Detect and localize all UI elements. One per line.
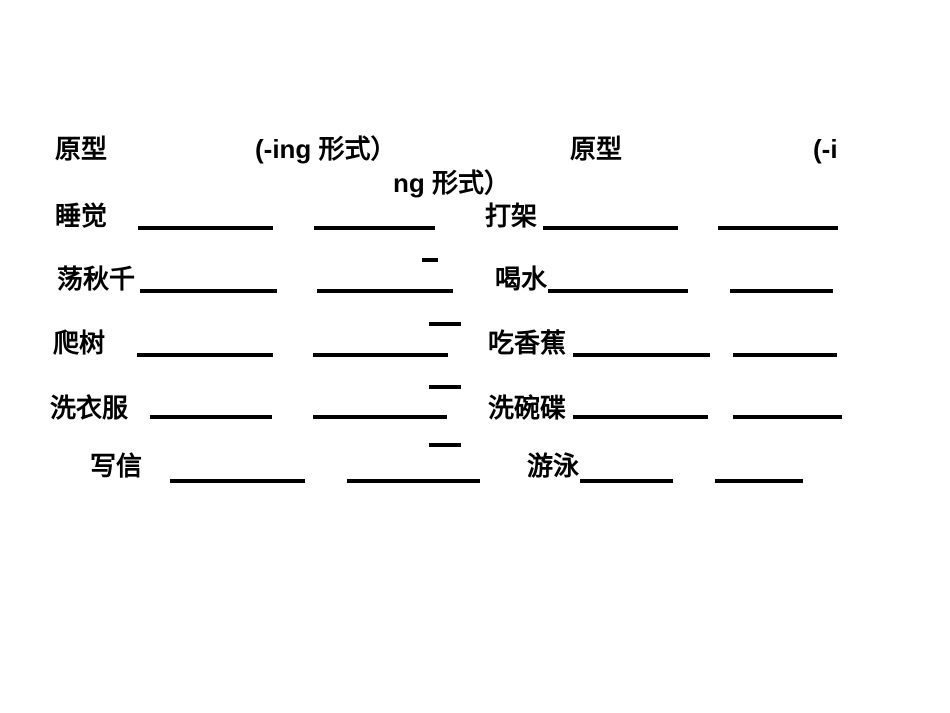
blank-line-wrap: [429, 322, 461, 326]
verb-label-sleep: 睡觉: [55, 201, 108, 231]
verb-label-climb-tree: 爬树: [53, 328, 106, 358]
blank-line-wrap: [422, 258, 438, 262]
header-ing-form-left: (-ing 形式）: [255, 134, 397, 164]
header-ing-form-right-part1: (-i: [813, 134, 838, 164]
verb-label-eat-banana: 吃香蕉: [488, 328, 567, 358]
blank-line: [718, 226, 838, 230]
blank-line: [138, 226, 273, 230]
verb-label-fight: 打架: [485, 201, 538, 231]
blank-line: [548, 289, 688, 293]
blank-line: [573, 353, 710, 357]
blank-line-wrap: [429, 385, 461, 389]
blank-line: [170, 479, 305, 483]
verb-label-wash-dishes: 洗碗碟: [488, 393, 567, 423]
blank-line: [313, 353, 448, 357]
blank-line: [150, 415, 272, 419]
verb-label-drink-water: 喝水: [495, 264, 548, 294]
verb-label-swim: 游泳: [527, 451, 580, 481]
verb-label-write-letter: 写信: [90, 451, 143, 481]
verb-label-swing: 荡秋千: [57, 264, 136, 294]
blank-line: [730, 289, 833, 293]
blank-line: [137, 353, 273, 357]
header-original-right: 原型: [570, 134, 623, 164]
blank-line: [733, 415, 842, 419]
blank-line: [314, 226, 435, 230]
blank-line: [347, 479, 480, 483]
blank-line: [733, 353, 837, 357]
blank-line: [313, 415, 447, 419]
blank-line: [573, 415, 708, 419]
blank-line: [140, 289, 277, 293]
verb-label-wash-clothes: 洗衣服: [50, 393, 129, 423]
blank-line: [715, 479, 803, 483]
blank-line-wrap: [429, 443, 461, 447]
blank-line: [317, 289, 453, 293]
header-ing-form-right-part2: ng 形式）: [393, 168, 510, 198]
blank-line: [580, 479, 673, 483]
header-original-left: 原型: [55, 134, 108, 164]
blank-line: [543, 226, 678, 230]
